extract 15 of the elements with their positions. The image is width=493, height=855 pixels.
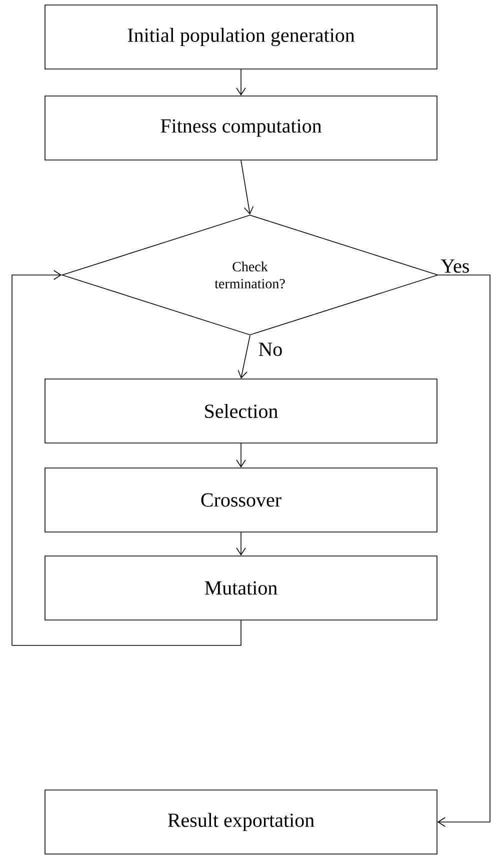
process-box: Crossover (44, 468, 438, 532)
arrow (240, 160, 254, 215)
process-box: Result exportation (44, 790, 438, 854)
process-box: Mutation (44, 556, 438, 620)
arrow (236, 532, 246, 556)
process-box: Initial population generation (44, 4, 438, 70)
arrow (236, 443, 246, 468)
arrow (12, 270, 242, 646)
edge-label: Yes (440, 260, 469, 273)
edge-label: No (258, 342, 282, 356)
arrow (238, 335, 250, 379)
process-box: Selection (44, 378, 438, 444)
arrow (437, 274, 490, 827)
process-box: Fitness computation (44, 96, 438, 160)
arrow (236, 69, 246, 96)
